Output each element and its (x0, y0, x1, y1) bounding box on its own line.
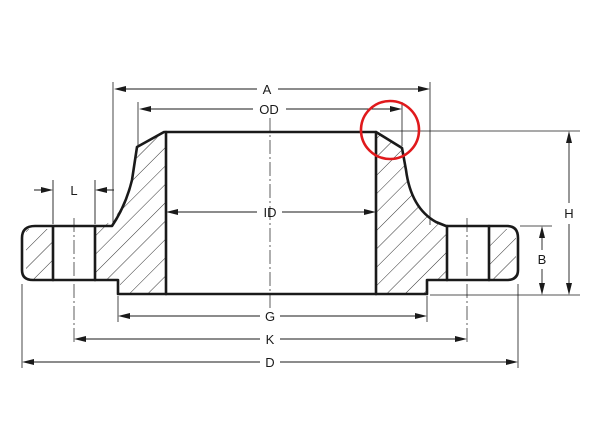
right-section-hatch (375, 133, 447, 293)
label-g: G (265, 309, 275, 324)
dimension-k (74, 336, 467, 342)
label-h: H (564, 206, 573, 221)
label-k: K (266, 332, 275, 347)
label-a: A (263, 82, 272, 97)
label-od: OD (259, 102, 279, 117)
label-b: B (538, 252, 547, 267)
dimension-b (539, 226, 545, 295)
left-flange-hatch (26, 229, 53, 279)
dimension-g (118, 313, 427, 319)
left-section-hatch (95, 133, 166, 293)
dimension-d (22, 359, 518, 365)
dimension-id (166, 209, 376, 215)
highlight-circle (359, 99, 421, 161)
label-id: ID (264, 205, 277, 220)
dimension-a (114, 86, 430, 92)
dimension-od (139, 106, 402, 112)
dimension-l (34, 180, 114, 224)
label-d: D (265, 355, 274, 370)
flange-outline (20, 130, 520, 296)
dimension-h (566, 131, 572, 295)
label-l: L (70, 183, 77, 198)
right-flange-hatch (489, 229, 516, 279)
